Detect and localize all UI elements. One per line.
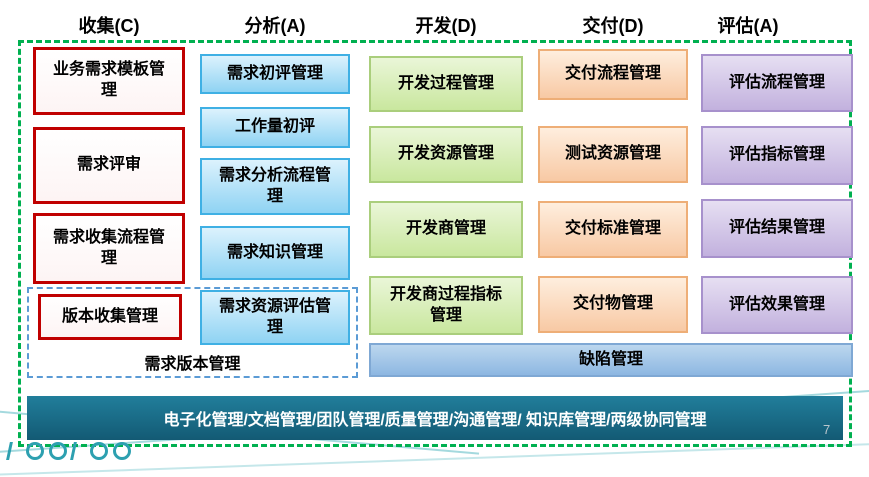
analyze-box-1: 需求初评管理: [200, 54, 350, 94]
develop-box-2: 开发资源管理: [369, 126, 523, 183]
version-management-group: [27, 287, 358, 378]
header-analyze: 分析(A): [244, 16, 306, 36]
develop-box-1: 开发过程管理: [369, 56, 523, 112]
analyze-box-5: 需求资源评估管理: [200, 290, 350, 345]
develop-box-3: 开发商管理: [369, 201, 523, 258]
header-develop: 开发(D): [415, 16, 477, 36]
evaluate-box-3: 评估结果管理: [701, 199, 853, 258]
analyze-box-3: 需求分析流程管理: [200, 158, 350, 215]
analyze-box-4: 需求知识管理: [200, 226, 350, 280]
logo-mark: [49, 442, 67, 460]
deliver-box-4: 交付物管理: [538, 276, 688, 333]
collect-box-2: 需求评审: [33, 127, 185, 204]
logo-watermark: [6, 442, 131, 460]
logo-mark: [113, 442, 131, 460]
deliver-box-1: 交付流程管理: [538, 49, 688, 100]
version-management-label: 需求版本管理: [144, 356, 241, 373]
logo-mark: [6, 442, 23, 460]
logo-mark: [26, 442, 44, 460]
collect-box-4: 版本收集管理: [38, 294, 182, 340]
logo-mark: [70, 442, 87, 460]
evaluate-box-2: 评估指标管理: [701, 126, 853, 185]
logo-mark: [90, 442, 108, 460]
evaluate-box-4: 评估效果管理: [701, 276, 853, 334]
evaluate-box-1: 评估流程管理: [701, 54, 853, 112]
collect-box-1: 业务需求模板管理: [33, 47, 185, 115]
page-number: 7: [823, 422, 831, 437]
collect-box-3: 需求收集流程管理: [33, 213, 185, 284]
analyze-box-2: 工作量初评: [200, 107, 350, 148]
footer-bar: 电子化管理/文档管理/团队管理/质量管理/沟通管理/ 知识库管理/两级协同管理: [27, 396, 843, 440]
develop-box-4: 开发商过程指标管理: [369, 276, 523, 335]
header-evaluate: 评估(A): [717, 16, 779, 36]
deliver-box-3: 交付标准管理: [538, 201, 688, 258]
header-collect: 收集(C): [78, 16, 140, 36]
header-deliver: 交付(D): [582, 16, 644, 36]
deliver-box-2: 测试资源管理: [538, 126, 688, 183]
defect-management-bar: 缺陷管理: [369, 343, 853, 377]
